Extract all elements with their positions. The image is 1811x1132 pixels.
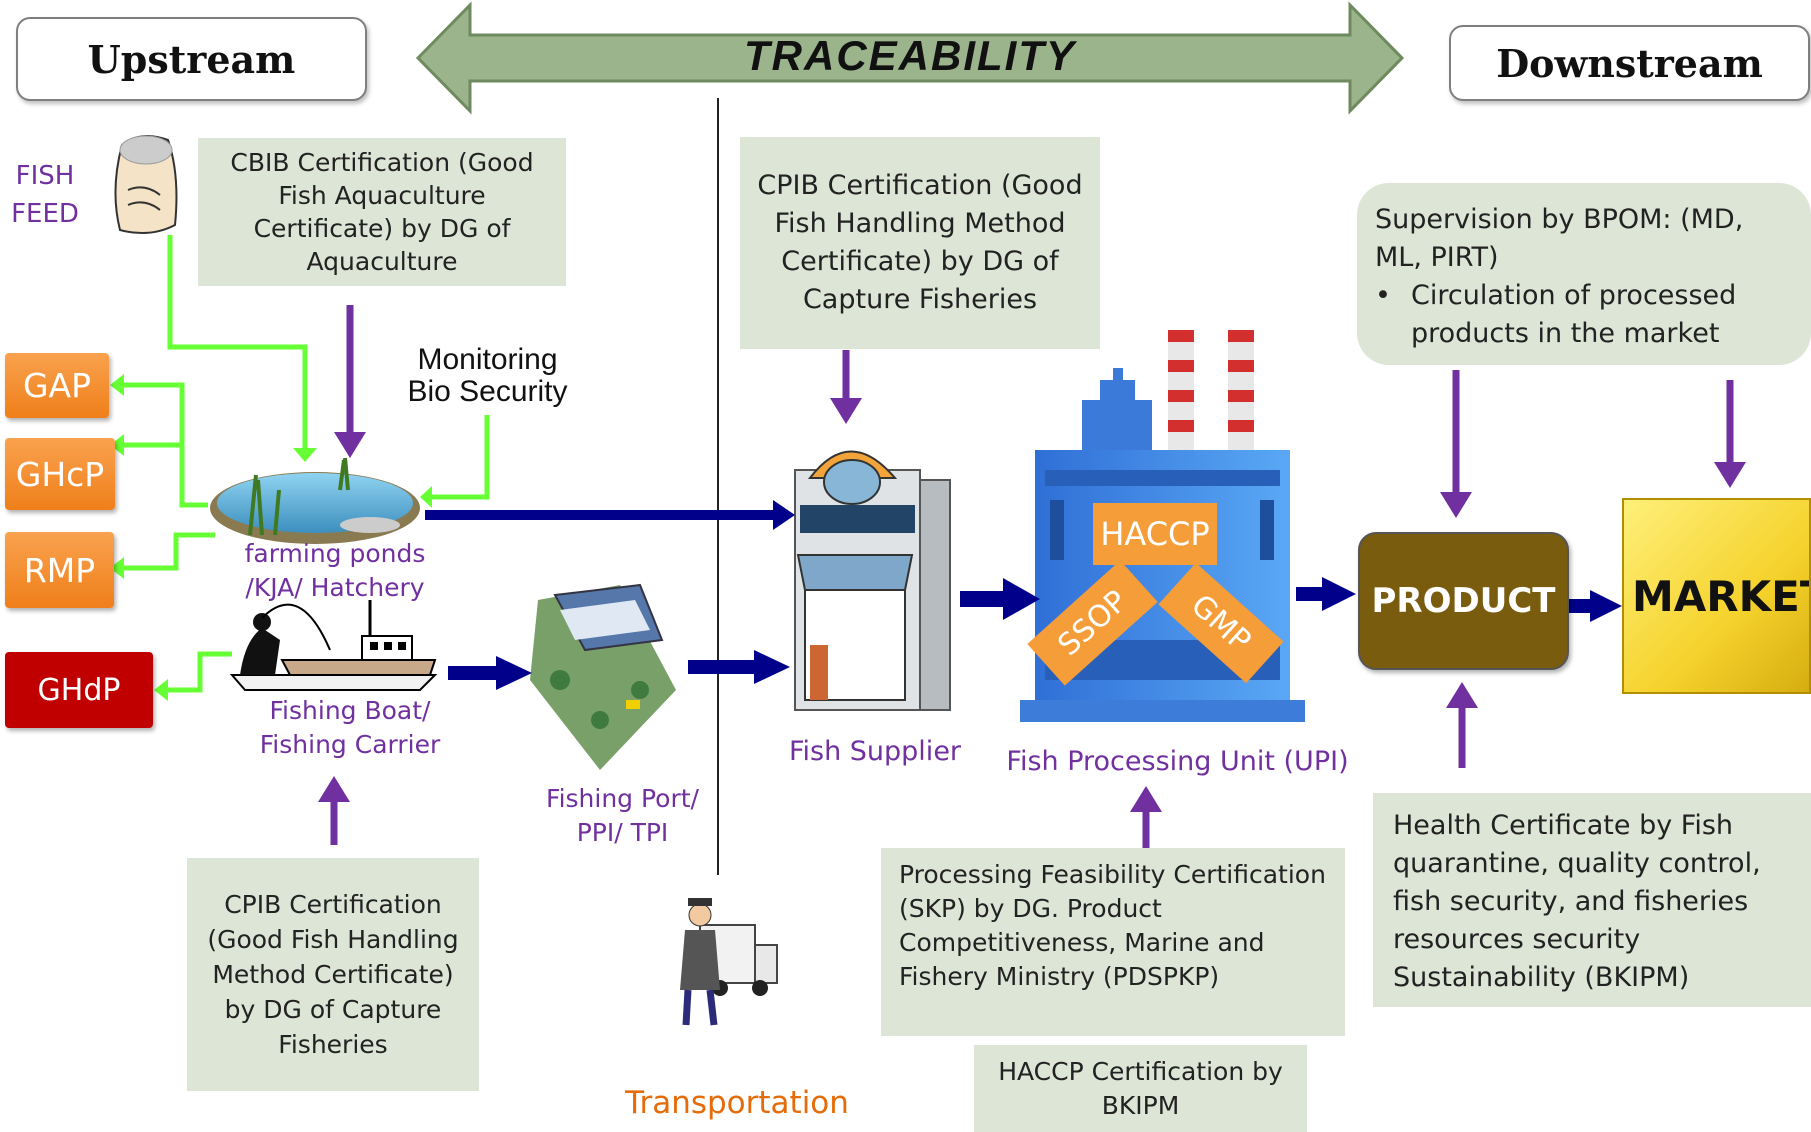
fish-feed-label: FISH FEED <box>5 157 85 233</box>
fishing-port-icon <box>530 583 676 770</box>
bullet-icon: • <box>1375 280 1391 311</box>
health-certificate-box: Health Certificate by Fish quarantine, q… <box>1373 793 1811 1007</box>
skp-certification-box: Processing Feasibility Certification (SK… <box>881 848 1345 1036</box>
bpom-bullet-row: • Circulation of processed products in t… <box>1375 277 1793 353</box>
port-line1: Fishing Port/ <box>546 784 699 813</box>
transportation-icon <box>680 898 778 1026</box>
fishing-boat-icon <box>229 600 438 691</box>
monitoring-line2: Bio Security <box>407 375 568 408</box>
cpib-bottom-certification-box: CPIB Certification (Good Fish Handling M… <box>187 858 479 1091</box>
fish-feed-line2: FEED <box>11 199 79 229</box>
port-line2: PPI/ TPI <box>576 818 669 847</box>
bpom-bullet-text: Circulation of processed products in the… <box>1411 280 1737 349</box>
farming-ponds-label: farming ponds /KJA/ Hatchery <box>220 537 450 605</box>
haccp-certification-box: HACCP Certification by BKIPM <box>974 1045 1307 1132</box>
ghcp-badge: GHcP <box>5 438 115 510</box>
traceability-label: TRACEABILITY <box>744 32 1076 79</box>
fish-supplier-label: Fish Supplier <box>788 736 962 767</box>
fish-feed-line1: FISH <box>15 161 75 191</box>
product-box: PRODUCT <box>1358 532 1569 670</box>
green-arrows <box>110 235 490 701</box>
fish-feed-sack-icon <box>114 135 178 235</box>
upstream-label: Upstream <box>16 17 367 101</box>
downstream-label: Downstream <box>1449 25 1810 101</box>
fishing-boat-label: Fishing Boat/ Fishing Carrier <box>240 694 460 762</box>
bpom-supervision-box: Supervision by BPOM: (MD, ML, PIRT) • Ci… <box>1357 183 1811 365</box>
cpib-top-certification-box: CPIB Certification (Good Fish Handling M… <box>740 137 1100 349</box>
fish-processing-unit-label: Fish Processing Unit (UPI) <box>1006 746 1349 777</box>
boat-line2: Fishing Carrier <box>259 730 441 759</box>
gap-badge: GAP <box>5 353 109 418</box>
traceability-arrow <box>415 1 1405 115</box>
haccp-tag: HACCP <box>1093 503 1217 565</box>
boat-line1: Fishing Boat/ <box>269 696 431 725</box>
monitoring-bio-security-label: Monitoring Bio Security <box>395 344 580 408</box>
transportation-label: Transportation <box>625 1085 849 1121</box>
farming-pond-icon <box>210 457 420 544</box>
ponds-line1: farming ponds <box>244 539 426 568</box>
market-box: MARKET <box>1622 498 1811 694</box>
bpom-title: Supervision by BPOM: (MD, ML, PIRT) <box>1375 204 1744 273</box>
ghdp-badge: GHdP <box>5 652 153 728</box>
purple-arrows <box>318 305 1746 848</box>
cbib-certification-box: CBIB Certification (Good Fish Aquacultur… <box>198 138 566 286</box>
fish-supplier-shop-icon <box>794 450 951 711</box>
rmp-badge: RMP <box>5 532 114 608</box>
fishing-port-label: Fishing Port/ PPI/ TPI <box>525 782 720 850</box>
monitoring-line1: Monitoring <box>417 343 558 376</box>
navy-arrows <box>425 500 1622 690</box>
ponds-line2: /KJA/ Hatchery <box>245 573 425 602</box>
